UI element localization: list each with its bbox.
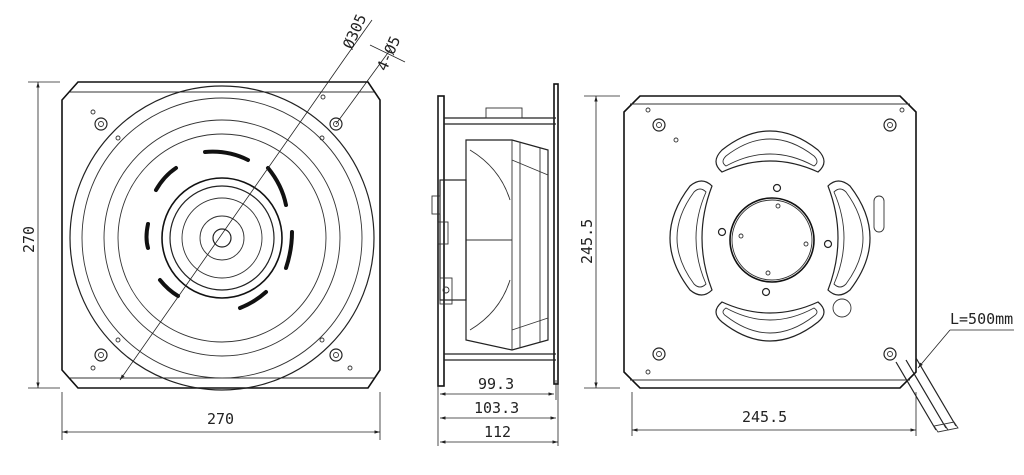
side-depth-3-label: 112 xyxy=(484,423,511,441)
side-view: 99.3 103.3 112 xyxy=(431,83,559,446)
side-back-plate xyxy=(553,83,559,385)
back-openings xyxy=(669,130,885,342)
back-motor-plate xyxy=(729,197,815,283)
back-mounting-holes xyxy=(645,107,905,375)
hub-center xyxy=(212,228,232,248)
side-motor xyxy=(439,179,467,301)
front-mounting-holes xyxy=(90,94,353,371)
front-view: Ø305 4-Ø5 270 270 xyxy=(20,11,406,440)
outer-ring xyxy=(69,85,375,391)
back-width-dim-label: 245.5 xyxy=(742,408,787,426)
back-view: L=500mm 245.5 245.5 xyxy=(578,95,1014,436)
side-front-plate xyxy=(437,95,445,387)
impeller-blades xyxy=(144,149,294,310)
side-depth-2-label: 103.3 xyxy=(474,399,519,417)
back-height-dim-label: 245.5 xyxy=(578,219,596,264)
side-impeller xyxy=(465,139,549,351)
cable-length-label: L=500mm xyxy=(950,310,1013,328)
back-cable xyxy=(895,357,959,433)
front-frame xyxy=(61,81,381,389)
side-depth-1-label: 99.3 xyxy=(478,375,514,393)
hole-dim-label: 4-Ø5 xyxy=(373,33,404,73)
hub-outer xyxy=(161,177,283,299)
front-height-dim-label: 270 xyxy=(20,226,38,253)
diameter-dim-label: Ø305 xyxy=(339,11,370,51)
back-frame xyxy=(623,95,917,389)
front-width-dim-label: 270 xyxy=(207,410,234,428)
